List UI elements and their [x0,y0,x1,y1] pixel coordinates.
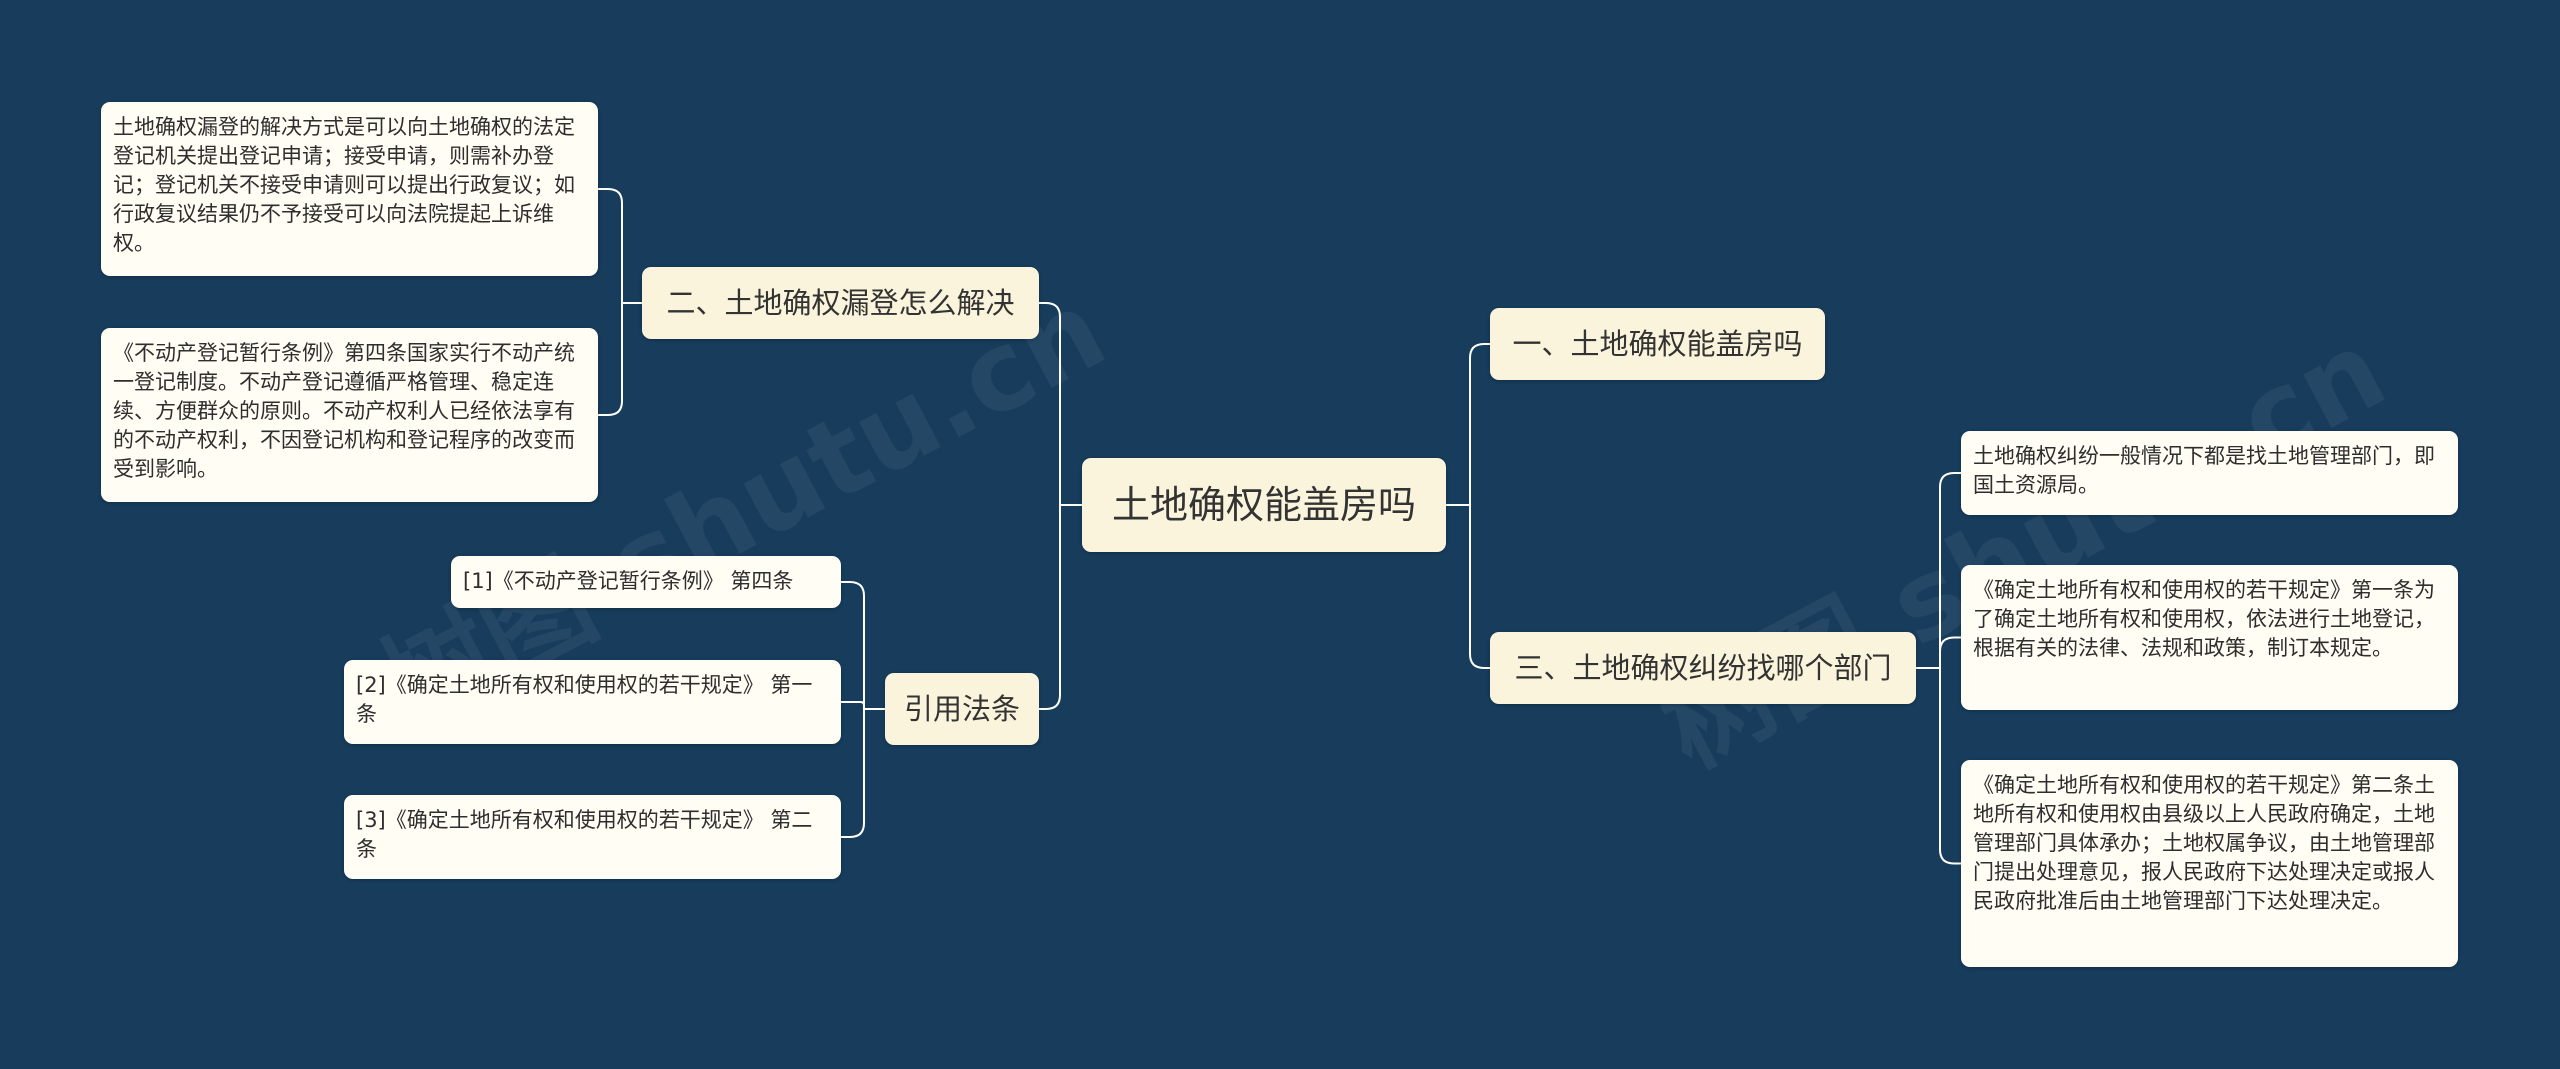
branch-node-dispute-department[interactable]: 三、土地确权纠纷找哪个部门 [1490,632,1916,704]
leaf-citation-3[interactable]: [3]《确定土地所有权和使用权的若干规定》 第二条 [344,795,841,879]
leaf-land-management-department[interactable]: 土地确权纠纷一般情况下都是找土地管理部门，即国土资源局。 [1961,431,2458,515]
root-node[interactable]: 土地确权能盖房吗 [1082,458,1446,552]
connector-line [1446,343,1490,506]
connector-line [1039,302,1082,506]
connector-line [841,701,885,710]
branch-node-can-build-house[interactable]: 一、土地确权能盖房吗 [1490,308,1825,380]
connector-line [1916,636,1961,669]
connector-line [1916,472,1961,669]
connector-line [841,708,885,838]
leaf-provision-article-2[interactable]: 《确定土地所有权和使用权的若干规定》第二条土地所有权和使用权由县级以上人民政府确… [1961,760,2458,967]
leaf-citation-1[interactable]: [1]《不动产登记暂行条例》 第四条 [451,556,841,608]
connector-line [1916,667,1961,865]
leaf-missed-registration-solution[interactable]: 土地确权漏登的解决方式是可以向土地确权的法定登记机关提出登记申请；接受申请，则需… [101,102,598,276]
leaf-citation-2[interactable]: [2]《确定土地所有权和使用权的若干规定》 第一条 [344,660,841,744]
branch-node-cited-laws[interactable]: 引用法条 [885,673,1039,745]
connector-line [841,581,885,710]
connector-line [598,188,642,304]
connector-line [1446,504,1490,669]
leaf-provision-article-1[interactable]: 《确定土地所有权和使用权的若干规定》第一条为了确定土地所有权和使用权，依法进行土… [1961,565,2458,710]
connector-line [1039,504,1082,710]
leaf-regulation-article-4[interactable]: 《不动产登记暂行条例》第四条国家实行不动产统一登记制度。不动产登记遵循严格管理、… [101,328,598,502]
connector-line [598,302,642,416]
branch-node-missed-registration[interactable]: 二、土地确权漏登怎么解决 [642,267,1039,339]
